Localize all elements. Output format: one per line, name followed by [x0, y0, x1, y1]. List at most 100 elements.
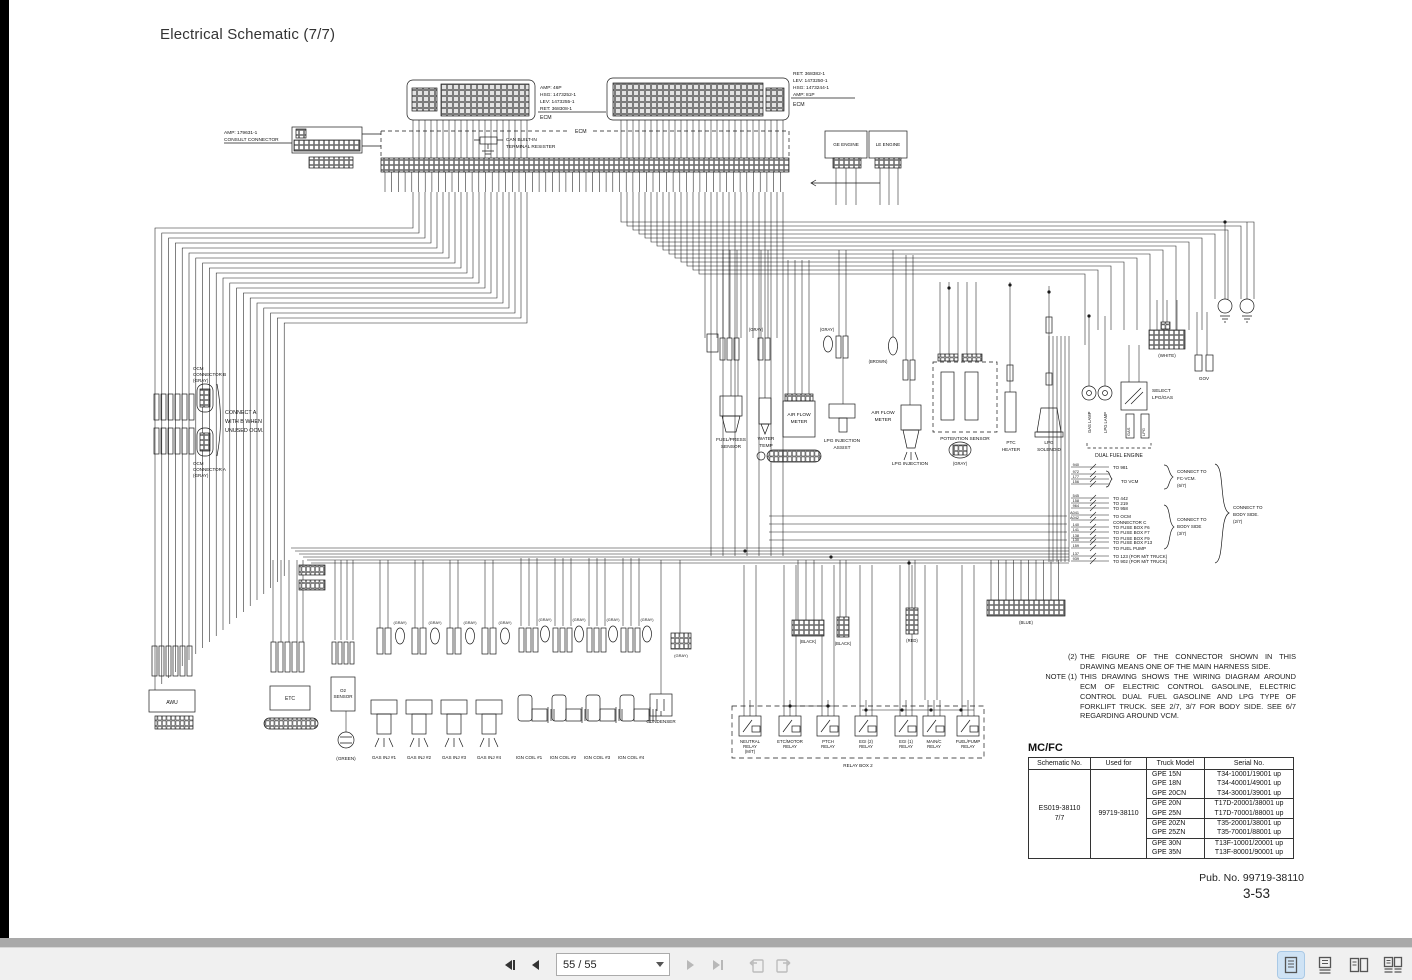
svg-text:AMP: 179631-1: AMP: 179631-1: [224, 130, 258, 136]
svg-text:CONNECTOR C: CONNECTOR C: [1113, 520, 1147, 525]
svg-text:HEATER: HEATER: [1002, 447, 1021, 452]
relay-box-label: RELAY BOX 2: [843, 763, 873, 768]
svg-text:(GRAY): (GRAY): [428, 621, 442, 625]
svg-text:TEMP: TEMP: [759, 443, 772, 449]
svg-text:158: 158: [1073, 499, 1079, 503]
mcfc-table-block: MC/FC Schematic No. Used for Truck Model…: [1028, 742, 1296, 859]
single-page-view-button[interactable]: [1277, 950, 1305, 979]
mcfc-title: MC/FC: [1028, 742, 1063, 754]
svg-text:CONNECT TO: CONNECT TO: [1177, 517, 1207, 522]
svg-text:(GRAY): (GRAY): [498, 621, 512, 625]
svg-text:HSG: 1473244-1: HSG: 1473244-1: [793, 85, 829, 91]
last-page-button[interactable]: [706, 953, 728, 977]
svg-text:CONNECT TO: CONNECT TO: [1177, 469, 1207, 474]
svg-text:IGN COIL #4: IGN COIL #4: [618, 755, 645, 760]
svg-text:HSG: 1473252-1: HSG: 1473252-1: [540, 92, 576, 98]
brown-tag-label: (BROWN): [869, 359, 888, 364]
svg-text:ECM: ECM: [540, 115, 552, 121]
viewer-background-strip: [0, 938, 1412, 947]
gov-label: GOV: [1199, 376, 1210, 381]
col-truck-model: Truck Model: [1146, 757, 1205, 770]
lpg-lamp-label: LPG LAMP: [1103, 412, 1108, 433]
first-page-button[interactable]: [498, 953, 520, 977]
svg-text:GAS INJ #4: GAS INJ #4: [477, 755, 502, 760]
svg-text:177: 177: [1073, 475, 1079, 479]
svg-text:(GRAY): (GRAY): [393, 621, 407, 625]
svg-text:METER: METER: [791, 419, 808, 425]
ecm-connector-right: RET: 368382-1 LEV: 1473250-1 HSG: 147324…: [606, 71, 855, 121]
note1-label: NOTE (1): [1045, 671, 1077, 681]
svg-text:(3/7): (3/7): [1177, 531, 1187, 536]
svg-text:LEV: 1473250-1: LEV: 1473250-1: [793, 78, 828, 84]
harness-wires: [154, 120, 1255, 732]
svg-text:GAS: GAS: [1126, 427, 1131, 436]
svg-text:TO OCM: TO OCM: [1113, 514, 1131, 519]
svg-text:TO FUSE BOX F9: TO FUSE BOX F9: [1113, 536, 1150, 541]
facing-view-icon: [1349, 957, 1369, 972]
svg-text:130: 130: [1073, 538, 1079, 542]
svg-text:(GRAY): (GRAY): [193, 473, 209, 478]
note2-text: THE FIGURE OF THE CONNECTOR SHOWN IN THI…: [1080, 652, 1296, 671]
svg-text:156: 156: [1073, 480, 1079, 484]
svg-text:CONNECT TO: CONNECT TO: [1233, 505, 1263, 510]
ptc-heater: PTC HEATER: [1002, 364, 1021, 452]
svg-text:A042: A042: [1070, 516, 1079, 520]
svg-text:TO 442: TO 442: [1113, 496, 1128, 501]
page-title: Electrical Schematic (7/7): [160, 26, 336, 43]
svg-text:OCM: OCM: [193, 366, 204, 371]
water-temp-label: WATER: [758, 436, 775, 442]
next-view-button[interactable]: [772, 953, 794, 977]
svg-text:GAS INJ #2: GAS INJ #2: [407, 755, 432, 760]
svg-text:(RED): (RED): [906, 638, 918, 643]
svg-text:545: 545: [1073, 494, 1079, 498]
air-flow-1-label: AIR FLOW: [787, 412, 811, 418]
svg-text:LPG: LPG: [1044, 440, 1054, 445]
page-dropdown-caret-icon[interactable]: [656, 962, 664, 967]
svg-text:964: 964: [1073, 504, 1079, 508]
page-number: 3-53: [1242, 886, 1271, 901]
etc-group: ETC: [263, 564, 326, 730]
previous-page-button[interactable]: [524, 953, 546, 977]
svg-text:(WHITE): (WHITE): [1158, 353, 1176, 358]
previous-view-button[interactable]: [746, 953, 768, 977]
condenser-group: (GRAY) CONDENSER: [646, 632, 692, 724]
facing-continuous-view-button[interactable]: [1380, 952, 1406, 978]
wiring-diagram: AMP: 46P HSG: 1473252-1 LEV: 1473255-1 R…: [148, 71, 1263, 768]
svg-text:IGN COIL #3: IGN COIL #3: [584, 755, 611, 760]
svg-text:(GRAY): (GRAY): [953, 461, 968, 466]
potention-sensor: POTENTION SENSOR (GRAY): [932, 353, 998, 466]
previous-view-icon: [749, 958, 764, 973]
conn-left-spec: AMP: 46P: [540, 85, 562, 91]
schematic-table: Schematic No. Used for Truck Model Seria…: [1028, 757, 1294, 859]
page-number-field[interactable]: [556, 953, 670, 976]
mid-connectors: (BLACK) (BLACK) (RED) (BLUE): [791, 599, 1066, 646]
col-serial-no: Serial No.: [1204, 757, 1294, 770]
continuous-view-button[interactable]: [1312, 952, 1338, 978]
svg-text:EGI (1)RELAY: EGI (1)RELAY: [899, 739, 913, 749]
svg-text:TO 981: TO 981: [1113, 465, 1128, 470]
facing-view-button[interactable]: [1346, 952, 1372, 978]
svg-text:SOLENOID: SOLENOID: [1037, 447, 1061, 452]
svg-text:TO FUSE BOX F6: TO FUSE BOX F6: [1113, 525, 1150, 530]
svg-text:940: 940: [1073, 463, 1079, 467]
air-flow-2-label: AIR FLOW: [871, 410, 895, 416]
awu-label: AWU: [166, 700, 178, 706]
next-page-button[interactable]: [680, 953, 702, 977]
svg-text:TO 958: TO 958: [1113, 506, 1128, 511]
ecm-dashed-box: ECM CAN BUILT-IN TERMINAL RESISTER: [380, 129, 790, 173]
page-number-input[interactable]: [557, 958, 656, 971]
svg-text:ECM: ECM: [793, 102, 805, 108]
single-page-view-icon: [1284, 956, 1298, 973]
page-layout-controls: [1277, 948, 1406, 980]
svg-text:TO 123 (FOR M/T TRUCK): TO 123 (FOR M/T TRUCK): [1113, 554, 1168, 559]
previous-page-icon: [532, 959, 539, 970]
le-engine-label: LE ENGINE: [876, 142, 901, 147]
fuel-press-label: FUEL/PRESS: [716, 437, 746, 443]
